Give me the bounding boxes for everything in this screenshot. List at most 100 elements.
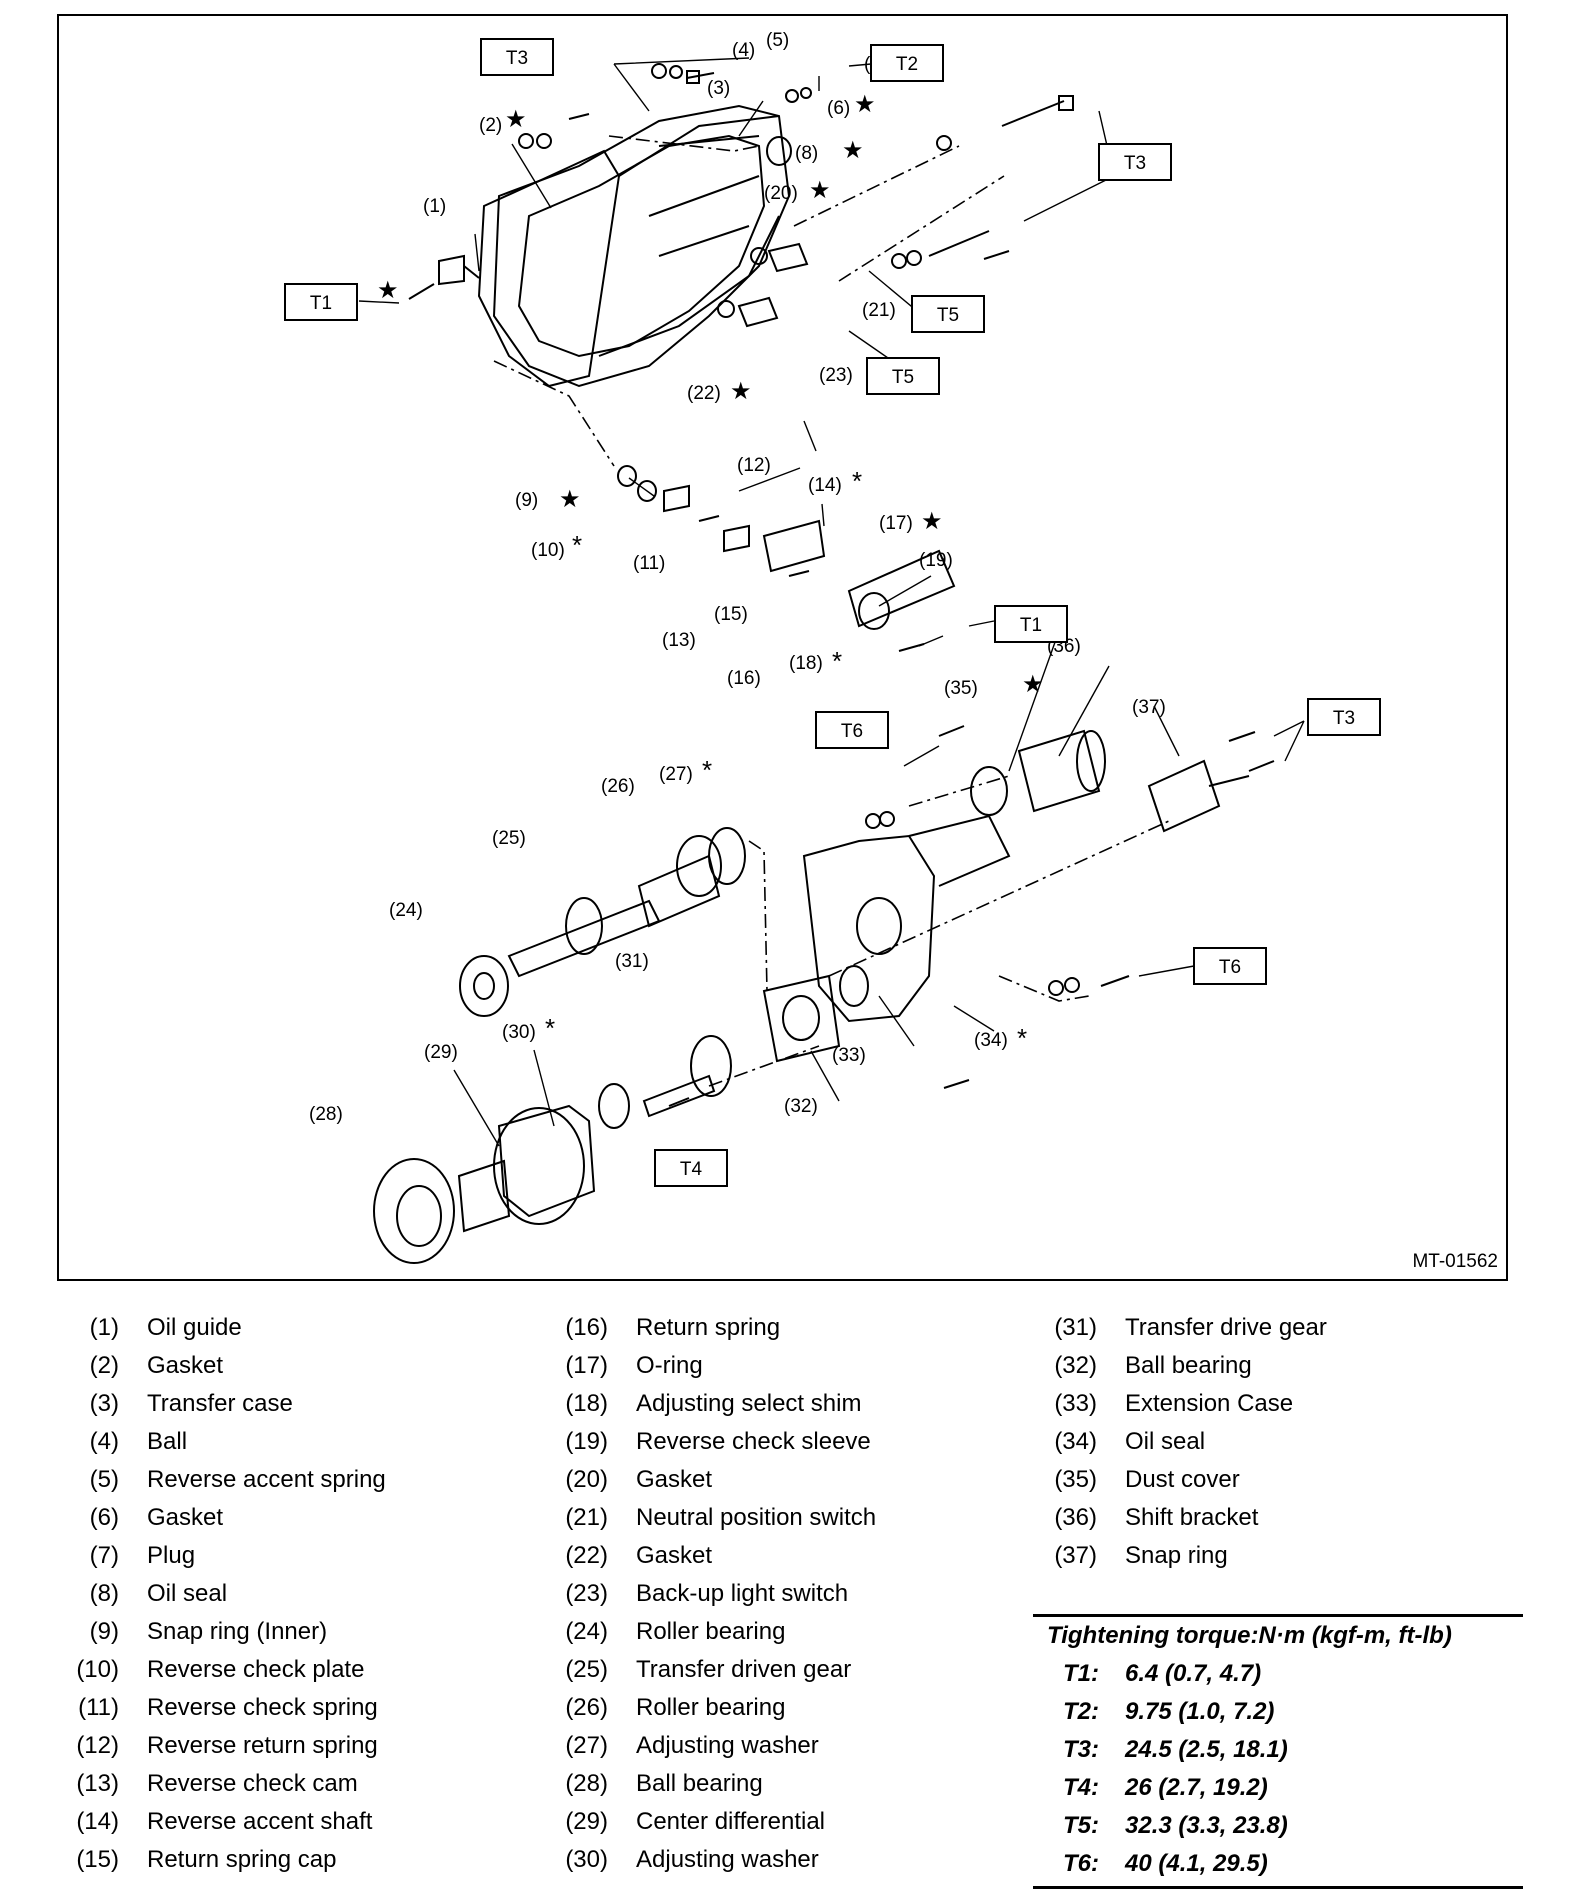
transfer-drive-gear-drawing (642, 1035, 732, 1118)
adjusting-washer-30-drawing (598, 1083, 630, 1129)
torque-tag-t3b: T3 (1098, 143, 1172, 181)
star-icon: ★ (1022, 671, 1044, 698)
neutral-position-switch-drawing (767, 242, 809, 273)
torque-tag-t1a: T1 (284, 283, 358, 321)
callout-c10: (10) (531, 540, 565, 561)
diagram-canvas: (1) (2) (3) (4) (5) (6) (7) (8) (9) (10)… (284, 30, 1381, 1264)
marks: ★ ★ ★ ★ ★ ★ ★ ★ ★ * * * * * * (377, 91, 1044, 1053)
asterisk-icon: * (702, 755, 712, 785)
callout-c2: (2) (479, 115, 502, 136)
extension-case-drawing (802, 814, 1011, 1023)
callout-c16: (16) (727, 668, 761, 689)
figure-code: MT-01562 (1412, 1251, 1498, 1272)
callout-c9: (9) (515, 490, 538, 511)
svg-text:T5: T5 (937, 305, 959, 326)
callout-c12: (12) (737, 455, 771, 476)
torque-tag-t1b: T1 (994, 605, 1068, 643)
callout-c24: (24) (389, 900, 423, 921)
reverse-check-parts-drawing (617, 465, 956, 652)
callout-c29: (29) (424, 1042, 458, 1063)
svg-text:T6: T6 (1219, 957, 1241, 978)
star-icon: ★ (842, 137, 864, 164)
callout-c33: (33) (832, 1045, 866, 1066)
washers-drawing (518, 63, 1080, 996)
roller-bearing-24-drawing (459, 955, 509, 1017)
bolts-drawing (408, 70, 1275, 1107)
shift-bracket-drawing (1147, 759, 1250, 833)
callout-c1: (1) (423, 196, 446, 217)
star-icon: ★ (854, 91, 876, 118)
callout-c3: (3) (707, 78, 730, 99)
callout-c37: (37) (1132, 697, 1166, 718)
callout-c21: (21) (862, 300, 896, 321)
torque-title: Tightening torque:N·m (kgf-m, ft-lb) (1047, 1622, 1452, 1649)
callout-c11: (11) (633, 553, 665, 574)
oil-guide-drawing (438, 254, 480, 286)
callout-c18: (18) (789, 653, 823, 674)
asterisk-icon: * (832, 646, 842, 676)
torque-tag-t4: T4 (654, 1149, 728, 1187)
asterisk-icon: * (572, 530, 582, 560)
callout-c30: (30) (502, 1022, 536, 1043)
callout-c35: (35) (944, 678, 978, 699)
svg-text:T5: T5 (892, 367, 914, 388)
svg-text:T6: T6 (841, 721, 863, 742)
star-icon: ★ (559, 486, 581, 513)
torque-tag-t2: T2 (870, 44, 944, 82)
star-icon: ★ (505, 106, 527, 133)
ball-bearing-28-drawing (373, 1158, 455, 1264)
asterisk-icon: * (852, 466, 862, 496)
callout-c19: (19) (919, 550, 953, 571)
torque-tags: T3 T2 T3 T1 T5 T5 T1 T6 T3 T6 T4 (284, 38, 1381, 1187)
asterisk-icon: * (545, 1013, 555, 1043)
oil-seal-8-drawing (766, 136, 792, 166)
callout-c4: (4) (732, 40, 755, 61)
torque-tag-t6a: T6 (815, 711, 889, 749)
snap-ring-37-drawing (839, 965, 869, 1007)
center-differential-drawing (457, 1104, 596, 1233)
svg-text:T3: T3 (1124, 153, 1146, 174)
callout-c31: (31) (615, 951, 649, 972)
torque-tag-t3a: T3 (480, 38, 554, 76)
transfer-case-drawing (492, 104, 791, 388)
transfer-driven-gear-drawing (507, 827, 746, 978)
svg-text:T1: T1 (1020, 615, 1042, 636)
callout-c32: (32) (784, 1096, 818, 1117)
dust-cover-drawing (1017, 729, 1106, 813)
callout-c17: (17) (879, 513, 913, 534)
star-icon: ★ (730, 378, 752, 405)
callout-c13: (13) (662, 630, 696, 651)
callout-labels: (1) (2) (3) (4) (5) (6) (7) (8) (9) (10)… (309, 30, 1166, 1125)
star-icon: ★ (377, 277, 399, 304)
gasket-drawing (477, 149, 621, 388)
callout-c22: (22) (687, 383, 721, 404)
callout-c25: (25) (492, 828, 526, 849)
star-icon: ★ (809, 177, 831, 204)
callout-c5: (5) (766, 30, 789, 51)
back-up-light-switch-drawing (737, 296, 779, 328)
callout-c8: (8) (795, 143, 818, 164)
svg-text:T3: T3 (1333, 708, 1355, 729)
torque-tag-t5b: T5 (866, 357, 940, 395)
svg-text:T4: T4 (680, 1159, 703, 1180)
callout-c26: (26) (601, 776, 635, 797)
leader-lines (358, 57, 1305, 1147)
callout-c15: (15) (714, 604, 748, 625)
star-icon: ★ (921, 508, 943, 535)
torque-tag-t3c: T3 (1307, 698, 1381, 736)
torque-tag-t6b: T6 (1193, 947, 1267, 985)
callout-c28: (28) (309, 1104, 343, 1125)
table-top-rule (1033, 1614, 1523, 1617)
asterisk-icon: * (1017, 1023, 1027, 1053)
ball-bearing-32-drawing (762, 974, 841, 1063)
callout-c27: (27) (659, 764, 693, 785)
callout-c20: (20) (764, 183, 798, 204)
callout-c6: (6) (827, 98, 850, 119)
exploded-diagram: (1) (2) (3) (4) (5) (6) (7) (8) (9) (10)… (57, 14, 1508, 1281)
svg-text:T1: T1 (310, 293, 332, 314)
callout-c14: (14) (808, 475, 842, 496)
callout-c23: (23) (819, 365, 853, 386)
callout-c34: (34) (974, 1030, 1008, 1051)
svg-text:T2: T2 (896, 54, 918, 75)
assembly-lines (493, 135, 1170, 1087)
